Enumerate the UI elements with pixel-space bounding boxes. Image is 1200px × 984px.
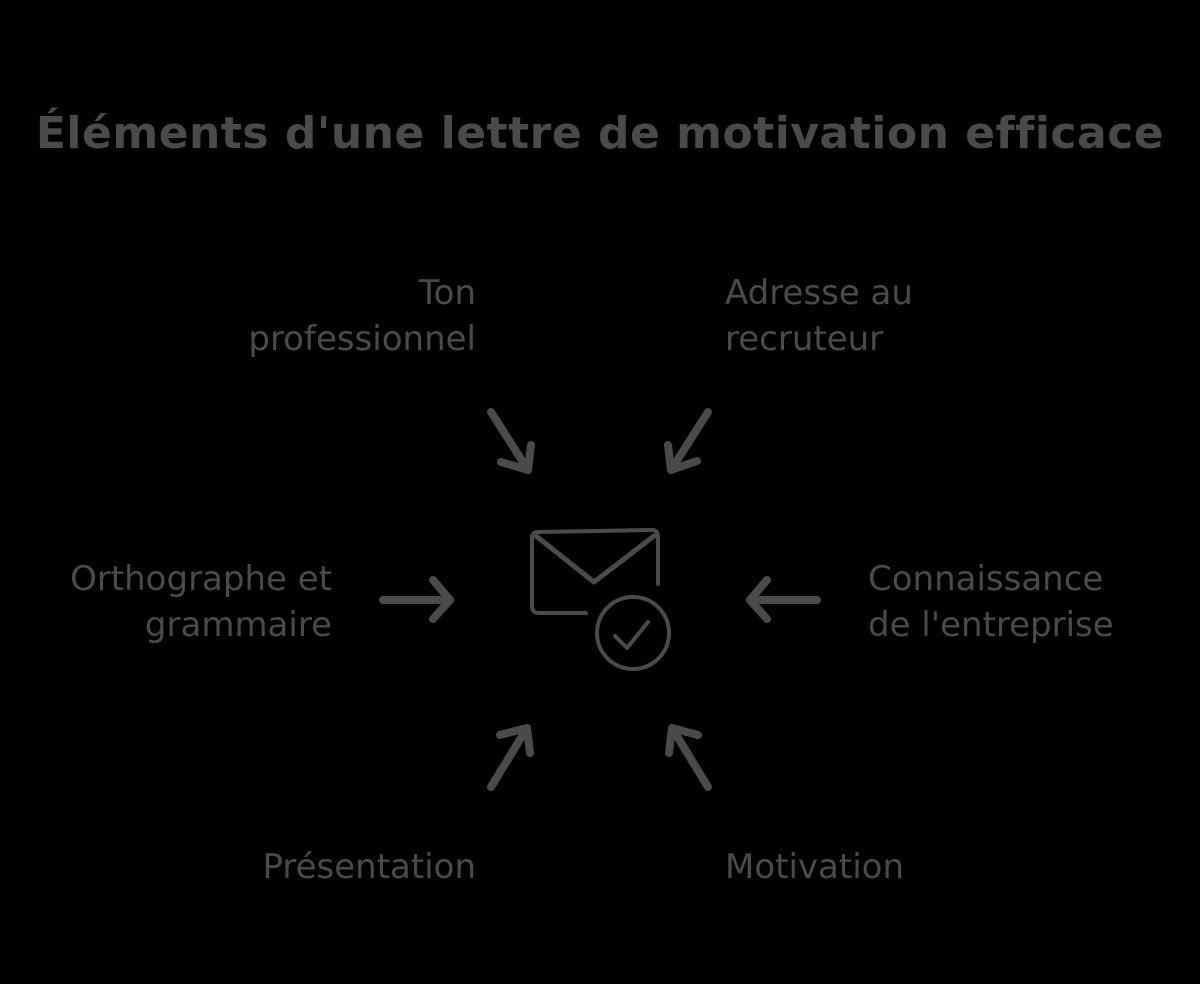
- label-connaissance-entreprise: Connaissance de l'entreprise: [868, 556, 1198, 648]
- arrow-bottom-left-icon: [487, 724, 534, 791]
- label-line: Connaissance: [868, 559, 1104, 599]
- label-presentation: Présentation: [200, 844, 476, 890]
- arrow-bottom-right-icon: [665, 724, 712, 791]
- label-line: Orthographe et: [70, 559, 332, 599]
- label-ton-professionnel: Ton professionnel: [200, 270, 476, 362]
- label-line: grammaire: [144, 605, 332, 645]
- label-line: Adresse au: [725, 273, 913, 313]
- label-motivation: Motivation: [725, 844, 1025, 890]
- diagram-title: Éléments d'une lettre de motivation effi…: [35, 108, 1165, 159]
- arrow-mid-left-icon: [379, 576, 454, 623]
- label-line: professionnel: [248, 319, 476, 359]
- label-line: Motivation: [725, 847, 904, 887]
- label-orthographe-grammaire: Orthographe et grammaire: [0, 556, 332, 648]
- arrow-mid-right-icon: [746, 576, 821, 623]
- label-adresse-recruteur: Adresse au recruteur: [725, 270, 1025, 362]
- arrow-top-left-icon: [487, 408, 535, 474]
- envelope-check-icon: [529, 528, 671, 671]
- arrow-top-right-icon: [664, 408, 712, 474]
- label-line: recruteur: [725, 319, 884, 359]
- label-line: Ton: [418, 273, 476, 313]
- label-line: Présentation: [262, 847, 476, 887]
- label-line: de l'entreprise: [868, 605, 1114, 645]
